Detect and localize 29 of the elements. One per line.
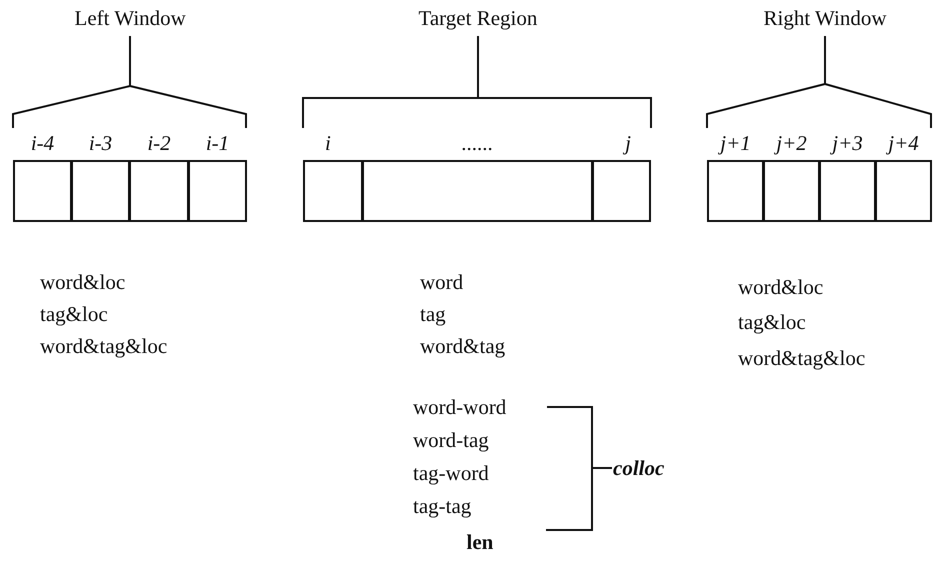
index-label: j [622, 131, 631, 155]
feature-text: word-word [413, 395, 506, 419]
feature-text: tag-tag [413, 494, 472, 518]
feature-text: word&tag [420, 334, 506, 358]
index-label: j+2 [773, 131, 808, 155]
index-label: ...... [460, 131, 494, 155]
feature-text: word-tag [413, 428, 489, 452]
feature-text: word&loc [738, 275, 824, 299]
feature-text: tag-word [413, 461, 489, 485]
bracket-label: colloc [613, 456, 664, 480]
feature-text: word [420, 270, 464, 294]
feature-text: word&tag&loc [40, 334, 168, 358]
feature-text: tag&loc [40, 302, 108, 326]
index-label: j+3 [829, 131, 864, 155]
index-label: i-2 [146, 131, 172, 155]
index-label: j+4 [885, 131, 920, 155]
feature-text: tag [420, 302, 446, 326]
feature-text: word&loc [40, 270, 126, 294]
window-title: Right Window [764, 6, 887, 30]
feature-label: len [466, 530, 494, 554]
index-label: i-4 [30, 131, 56, 155]
window-title: Left Window [74, 6, 186, 30]
feature-text: tag&loc [738, 310, 806, 334]
index-label: j+1 [717, 131, 752, 155]
window-title: Target Region [418, 6, 538, 30]
feature-text: word&tag&loc [738, 346, 866, 370]
index-label: i [325, 131, 332, 155]
index-label: i-3 [88, 131, 114, 155]
index-label: i-1 [204, 131, 230, 155]
